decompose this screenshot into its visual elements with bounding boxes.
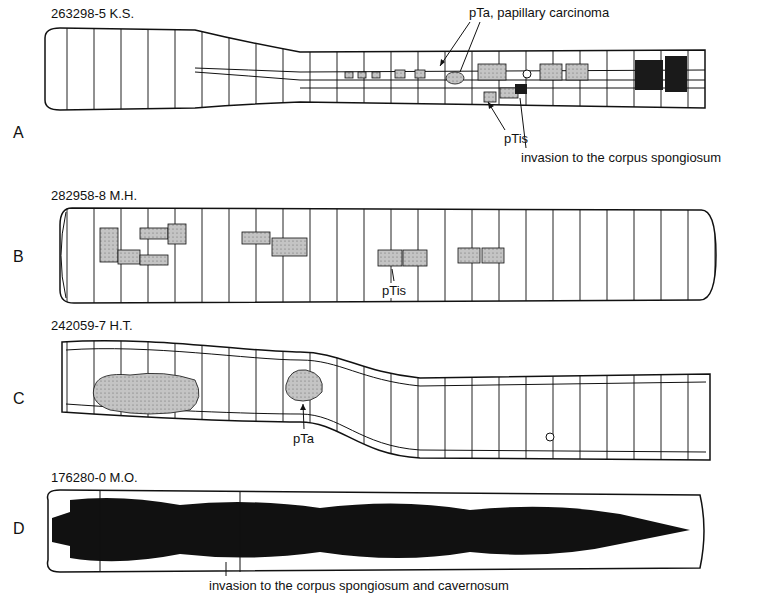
patient-id: 263298-5 K.S. [50, 6, 135, 21]
lesion-label: pTa, papillary carcinoma [468, 5, 610, 20]
panel-letter: D [12, 520, 26, 538]
lesion-label: pTis [381, 283, 407, 298]
specimen-b [55, 205, 720, 307]
specimen-a [40, 22, 710, 148]
lesion-label: invasion to the corpus spongiosum and ca… [208, 578, 510, 593]
panel-letter: C [12, 390, 26, 408]
specimen-c [55, 330, 715, 465]
lesion-label: pTis [503, 131, 529, 146]
specimen-d [48, 490, 705, 576]
patient-id: 242059-7 H.T. [50, 318, 134, 333]
panel-letter: A [12, 124, 25, 142]
patient-id: 282958-8 M.H. [50, 188, 138, 203]
panel-letter: B [12, 248, 25, 266]
lesion-label: invasion to the corpus spongiosum [520, 150, 722, 165]
patient-id: 176280-0 M.O. [50, 470, 139, 485]
lesion-label: pTa [292, 431, 315, 446]
